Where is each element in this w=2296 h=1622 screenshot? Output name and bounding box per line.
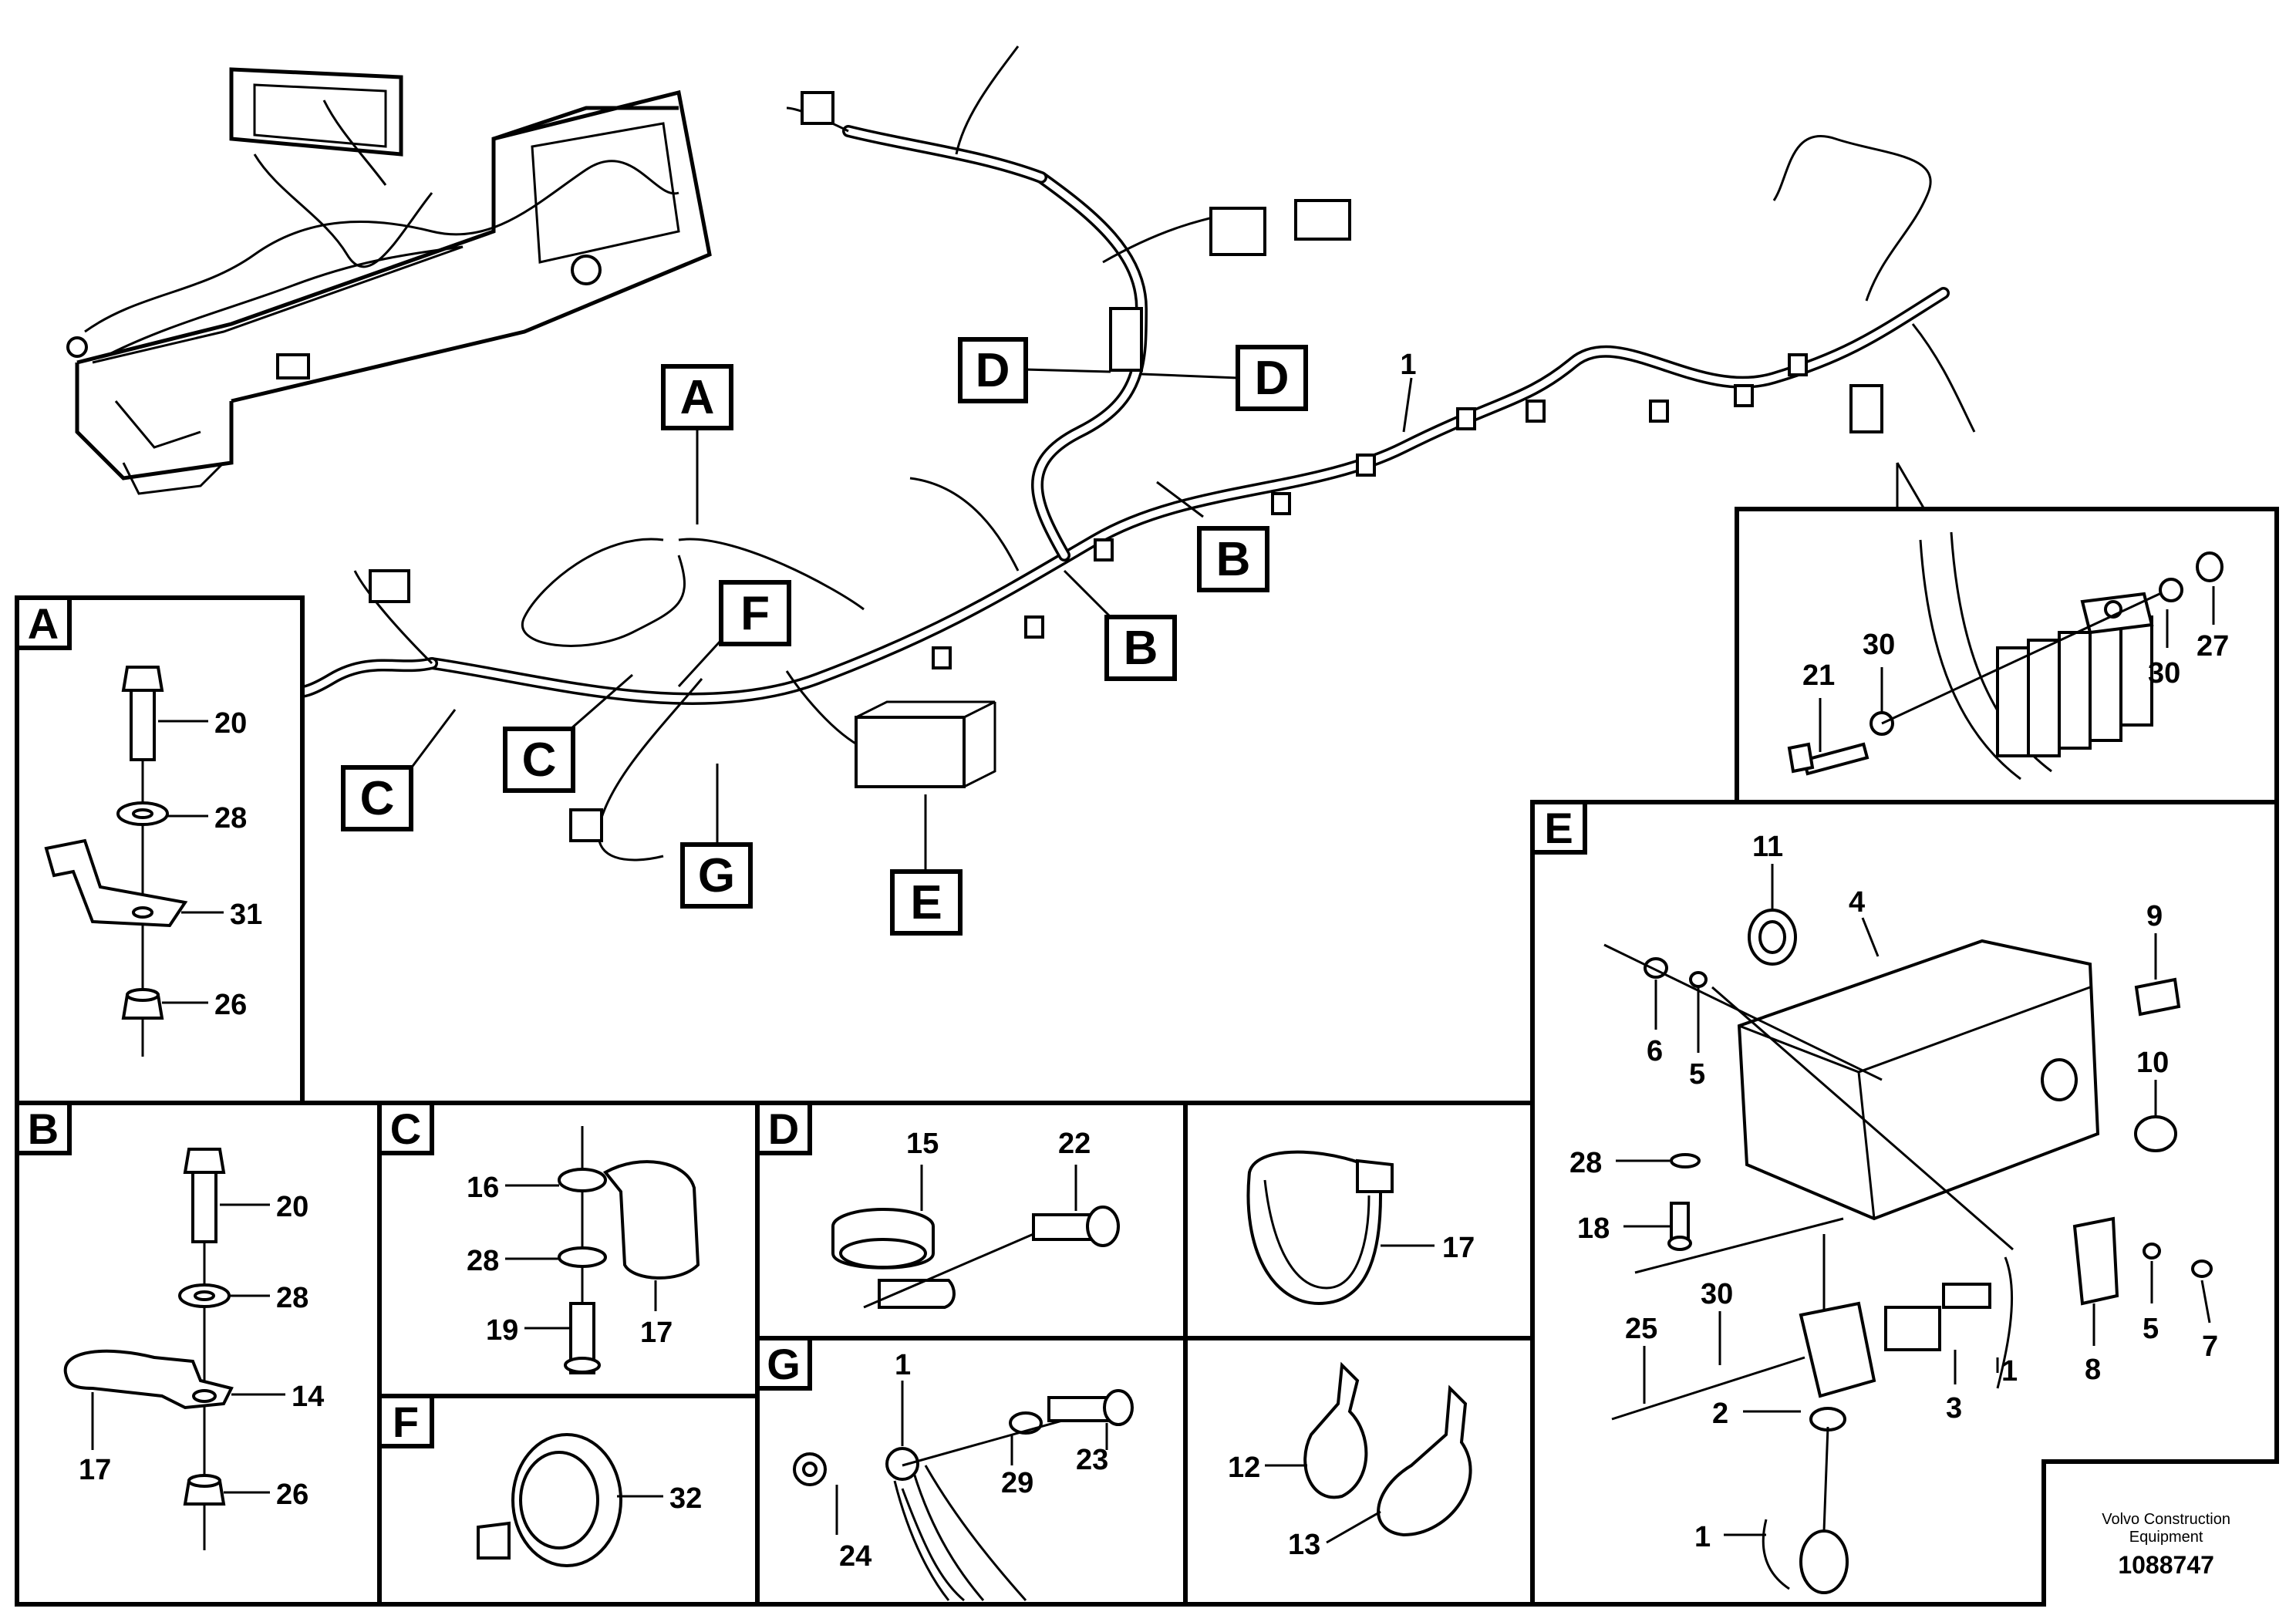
panel-E: E — [1530, 800, 2279, 1607]
callout-G — [680, 842, 753, 909]
label-callouts-B: B — [1216, 533, 1251, 586]
label-panels-ties-items-1: 13 — [1288, 1529, 1320, 1561]
callout-D-right — [1236, 345, 1308, 411]
callout-B-upper — [1197, 526, 1269, 592]
machine-frame-overview — [66, 67, 712, 495]
label-panels-E-items-14: 5 — [2143, 1313, 2159, 1345]
label-panels-G-items-3: 24 — [839, 1540, 872, 1573]
label-panels-B-items-3: 17 — [79, 1454, 111, 1486]
label-panels-E-items-11: 1 — [2001, 1355, 2018, 1388]
label-panels-C-items-0: 16 — [467, 1172, 499, 1204]
label-panels-E-items-10: 2 — [1712, 1398, 1728, 1430]
label-panels-G-letter: G — [767, 1340, 801, 1388]
label-panels-E-items-8: 30 — [1701, 1278, 1733, 1310]
label-panels-G-items-0: 1 — [895, 1349, 911, 1381]
label-panels-relay-items-2: 30 — [2148, 657, 2180, 690]
document-id: 1088747 — [2118, 1551, 2214, 1579]
label-callouts-G: G — [698, 849, 735, 902]
panel-clip-17: 17 — [1183, 1101, 1535, 1340]
label-panels-C-items-2: 19 — [486, 1314, 518, 1347]
label-panels-A-letter: A — [28, 599, 59, 648]
brand-line-1: Volvo Construction — [2102, 1511, 2230, 1528]
main-wiring-harness — [256, 46, 1976, 862]
panel-B: B 20 28 14 17 26 — [15, 1101, 382, 1607]
callout-F — [719, 580, 791, 646]
label-panels-E-items-5: 10 — [2136, 1047, 2169, 1079]
harness-label: 1 — [1400, 349, 1416, 381]
label-panels-B-items-0: 20 — [276, 1191, 308, 1223]
panel-relay-detail: 21 30 30 27 — [1735, 462, 2279, 804]
label-callouts-A: A — [680, 371, 715, 424]
label-panels-E-items-15: 7 — [2202, 1330, 2218, 1363]
label-panels-C-items-3: 17 — [640, 1317, 673, 1349]
panel-F: F 32 — [377, 1394, 760, 1607]
label-panels-E-items-4: 5 — [1689, 1058, 1705, 1091]
label-panels-B-items-2: 14 — [292, 1381, 324, 1413]
label-panels-G-items-1: 29 — [1001, 1467, 1033, 1499]
callout-D-left — [958, 337, 1028, 403]
label-panels-E-letter: E — [1544, 804, 1573, 852]
label-panels-D-items-1: 22 — [1058, 1128, 1091, 1160]
label-panels-E-items-1: 4 — [1849, 886, 1865, 919]
label-panels-A-items-3: 26 — [214, 989, 247, 1021]
callouts: A D D B B F C C G E — [341, 337, 1417, 936]
label-callouts-D: D — [976, 344, 1010, 397]
label-panels-B-items-4: 26 — [276, 1479, 308, 1511]
label-panels-relay-items-3: 27 — [2197, 630, 2229, 663]
label-panels-relay-items-1: 30 — [1863, 629, 1895, 661]
label-panels-E-items-2: 9 — [2146, 900, 2163, 932]
label-panels-clip17-items-0: 17 — [1442, 1232, 1475, 1264]
label-panels-relay-items-0: 21 — [1802, 659, 1835, 692]
label-panels-A-items-2: 31 — [230, 899, 262, 931]
label-panels-A-items-0: 20 — [214, 707, 247, 740]
callout-A — [661, 364, 733, 430]
label-callouts-F: F — [740, 587, 770, 640]
label-callouts-C: C — [522, 733, 557, 787]
label-panels-C-letter: C — [390, 1104, 421, 1153]
label-callouts-C: C — [360, 772, 395, 825]
document-footer: Volvo Construction Equipment 1088747 — [2102, 1511, 2230, 1580]
panel-C: C 16 28 19 17 — [377, 1101, 760, 1398]
brand-line-2: Equipment — [2129, 1529, 2203, 1546]
label-panels-E-items-9: 25 — [1625, 1313, 1657, 1345]
panel-A: A 20 28 31 26 — [15, 595, 305, 1105]
label-panels-E-items-16: 1 — [1694, 1521, 1711, 1553]
label-panels-C-items-1: 28 — [467, 1245, 499, 1277]
callout-E — [890, 869, 963, 936]
label-panels-F-letter: F — [393, 1398, 419, 1446]
label-panels-D-letter: D — [768, 1104, 799, 1153]
callout-C-left — [341, 765, 413, 831]
label-panels-E-items-6: 28 — [1569, 1147, 1602, 1179]
callout-C-middle — [503, 727, 575, 793]
label-panels-A-items-1: 28 — [214, 802, 247, 835]
label-panels-E-items-13: 8 — [2085, 1354, 2101, 1386]
label-callouts-E: E — [910, 876, 942, 929]
label-callouts-B: B — [1124, 622, 1158, 675]
label-panels-D-items-0: 15 — [906, 1128, 939, 1160]
label-panels-F-items-0: 32 — [669, 1482, 702, 1515]
label-panels-ties-items-0: 12 — [1228, 1452, 1260, 1484]
label-panels-E-items-12: 3 — [1946, 1392, 1962, 1425]
label-callouts-D: D — [1255, 352, 1290, 405]
label-panels-B-items-1: 28 — [276, 1282, 308, 1314]
label-panels-E-items-0: 11 — [1752, 831, 1783, 863]
label-panels-G-items-2: 23 — [1076, 1444, 1108, 1476]
label-panels-E-items-7: 18 — [1577, 1212, 1610, 1245]
label-panels-E-items-3: 6 — [1647, 1035, 1663, 1067]
panel-cable-ties: 12 13 — [1183, 1336, 1535, 1607]
label-panels-B-letter: B — [28, 1104, 59, 1153]
panel-G: G 1 29 23 24 — [755, 1336, 1188, 1607]
callout-B-lower — [1104, 615, 1177, 681]
panel-D: D 15 22 — [755, 1101, 1188, 1340]
